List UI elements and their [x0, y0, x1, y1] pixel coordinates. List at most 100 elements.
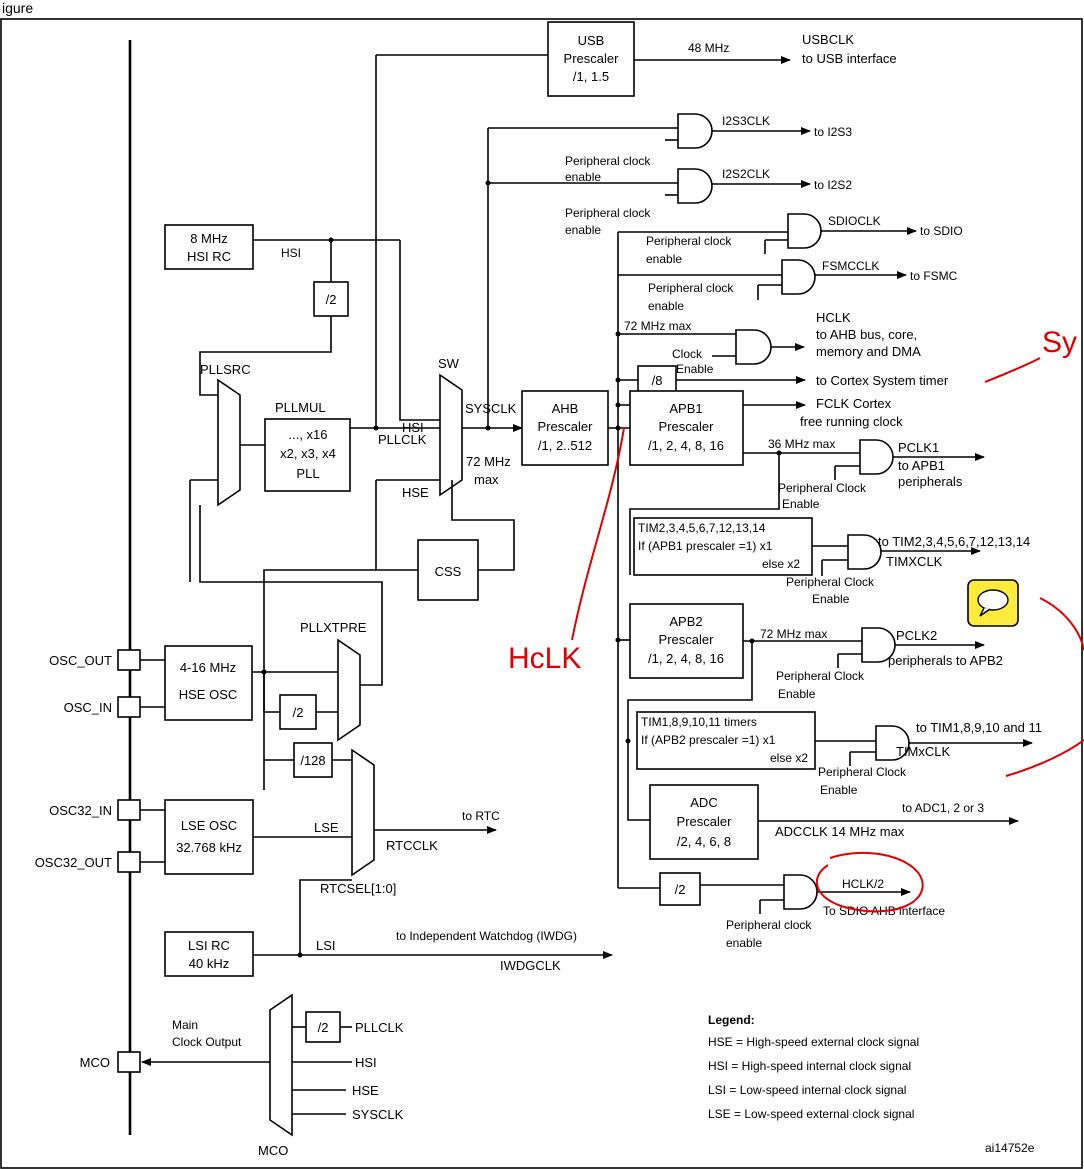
svg-text:PLLCLK: PLLCLK	[355, 1020, 404, 1035]
svg-text:SYSCLK: SYSCLK	[465, 401, 517, 416]
apb1-prescaler-block	[629, 390, 744, 466]
svg-text:max: max	[474, 472, 499, 487]
hclk-and-gate	[735, 329, 772, 365]
svg-text:HCLK/2: HCLK/2	[842, 877, 884, 891]
svg-text:TIMXCLK: TIMXCLK	[886, 554, 943, 569]
svg-text:Enable: Enable	[778, 687, 816, 701]
pll-block	[264, 418, 351, 492]
mco-mux	[269, 993, 293, 1137]
figure-frame	[0, 18, 1083, 1169]
rtcsel-mux	[351, 748, 375, 877]
css-block	[417, 539, 479, 601]
sdio-and-gate	[787, 213, 822, 249]
svg-text:Enable: Enable	[676, 362, 714, 376]
svg-text:enable: enable	[565, 223, 601, 237]
svg-text:memory and DMA: memory and DMA	[816, 344, 921, 359]
svg-text:LSE OSC: LSE OSC	[181, 818, 237, 833]
hse-div2-block	[279, 694, 317, 730]
svg-text:If (APB1 prescaler =1) x1: If (APB1 prescaler =1) x1	[638, 539, 773, 553]
svg-text:to I2S2: to I2S2	[814, 178, 852, 192]
svg-text:SDIOCLK: SDIOCLK	[828, 214, 881, 228]
svg-text:OSC_OUT: OSC_OUT	[49, 653, 112, 668]
lsi-rc-block	[164, 931, 254, 977]
svg-text:MCO: MCO	[258, 1143, 288, 1158]
svg-text:/2: /2	[293, 705, 304, 720]
svg-text:SW: SW	[438, 356, 460, 371]
svg-text:ADCCLK 14 MHz max: ADCCLK 14 MHz max	[775, 824, 905, 839]
svg-text:HCLK: HCLK	[816, 310, 851, 325]
adc-prescaler-block	[649, 784, 759, 860]
svg-text:to I2S3: to I2S3	[814, 125, 852, 139]
svg-text:PLLCLK: PLLCLK	[378, 432, 427, 447]
svg-text:HSE: HSE	[352, 1083, 379, 1098]
svg-text:Legend:: Legend:	[708, 1013, 755, 1027]
svg-text:to Independent Watchdog (IWDG): to Independent Watchdog (IWDG)	[396, 929, 577, 943]
svg-text:Clock: Clock	[672, 347, 703, 361]
svg-text:/2: /2	[318, 1020, 329, 1035]
svg-text:48 MHz: 48 MHz	[688, 41, 729, 55]
hse-osc-block	[164, 645, 253, 721]
handwritten-curve-lower	[1005, 739, 1084, 777]
comment-icon[interactable]	[967, 579, 1019, 627]
handwritten-hclk-label: HcLK	[508, 642, 581, 675]
svg-text:HSE OSC: HSE OSC	[179, 687, 238, 702]
svg-text:40 kHz: 40 kHz	[189, 956, 229, 971]
svg-text:4-16 MHz: 4-16 MHz	[180, 660, 236, 675]
pllsrc-mux	[217, 378, 241, 507]
handwritten-hclk2-circle	[815, 851, 924, 913]
svg-text:to USB interface: to USB interface	[802, 51, 897, 66]
i2s2-and-gate	[677, 168, 713, 204]
svg-text:OSC_IN: OSC_IN	[64, 700, 112, 715]
osc32-out-pin	[117, 851, 141, 873]
svg-text:enable: enable	[648, 299, 684, 313]
svg-text:Peripheral Clock: Peripheral Clock	[786, 575, 875, 589]
svg-text:Prescaler: Prescaler	[659, 632, 715, 647]
svg-text:peripherals to APB2: peripherals to APB2	[888, 653, 1003, 668]
svg-text:else x2: else x2	[770, 751, 808, 765]
svg-text:Peripheral clock: Peripheral clock	[646, 234, 732, 248]
svg-text:/2, 4, 6, 8: /2, 4, 6, 8	[677, 834, 731, 849]
svg-text:..., x16: ..., x16	[288, 427, 327, 442]
svg-text:72 MHz max: 72 MHz max	[624, 319, 691, 333]
ahb-prescaler-block	[521, 390, 609, 466]
svg-text:72 MHz: 72 MHz	[466, 454, 511, 469]
svg-text:OSC32_OUT: OSC32_OUT	[35, 855, 112, 870]
timxclk-apb1-and-gate	[847, 534, 882, 570]
handwritten-sy-label: Sy	[1042, 326, 1077, 359]
svg-text:to Cortex System timer: to Cortex System timer	[816, 373, 949, 388]
svg-text:Peripheral clock: Peripheral clock	[565, 206, 651, 220]
handwritten-curve-upper	[1039, 597, 1084, 651]
osc-in-pin	[117, 696, 141, 718]
svg-text:enable: enable	[726, 936, 762, 950]
svg-text:Enable: Enable	[782, 497, 820, 511]
svg-text:LSE: LSE	[314, 820, 339, 835]
svg-text:USB: USB	[578, 33, 605, 48]
svg-text:32.768 kHz: 32.768 kHz	[176, 840, 242, 855]
svg-text:FCLK Cortex: FCLK Cortex	[816, 396, 892, 411]
svg-text:Prescaler: Prescaler	[659, 419, 715, 434]
svg-text:PLL: PLL	[296, 466, 319, 481]
apb2-prescaler-block	[629, 603, 744, 679]
svg-text:PLLMUL: PLLMUL	[275, 400, 326, 415]
svg-text:Peripheral Clock: Peripheral Clock	[778, 481, 867, 495]
svg-text:HSE: HSE	[402, 485, 429, 500]
svg-text:Peripheral clock: Peripheral clock	[726, 918, 812, 932]
svg-text:Clock Output: Clock Output	[172, 1035, 242, 1049]
svg-text:APB2: APB2	[669, 614, 702, 629]
svg-text:TIMxCLK: TIMxCLK	[896, 744, 951, 759]
svg-text:PLLXTPRE: PLLXTPRE	[300, 620, 367, 635]
handwritten-cortex-arrow	[984, 357, 1041, 383]
svg-text:Peripheral clock: Peripheral clock	[648, 281, 734, 295]
legend: Legend: HSE = High-speed external clock …	[708, 1013, 919, 1121]
svg-text:to AHB bus, core,: to AHB bus, core,	[816, 327, 917, 342]
pllxtpre-mux	[337, 638, 361, 742]
svg-text:I2S2CLK: I2S2CLK	[722, 167, 770, 181]
svg-text:to APB1: to APB1	[898, 458, 945, 473]
svg-text:x2, x3, x4: x2, x3, x4	[280, 446, 336, 461]
sw-mux	[439, 373, 463, 497]
svg-text:to ADC1, 2 or 3: to ADC1, 2 or 3	[902, 801, 984, 815]
lse-osc-block	[164, 799, 254, 875]
svg-text:AHB: AHB	[552, 401, 579, 416]
svg-text:LSE = Low-speed external clock: LSE = Low-speed external clock signal	[708, 1107, 914, 1121]
